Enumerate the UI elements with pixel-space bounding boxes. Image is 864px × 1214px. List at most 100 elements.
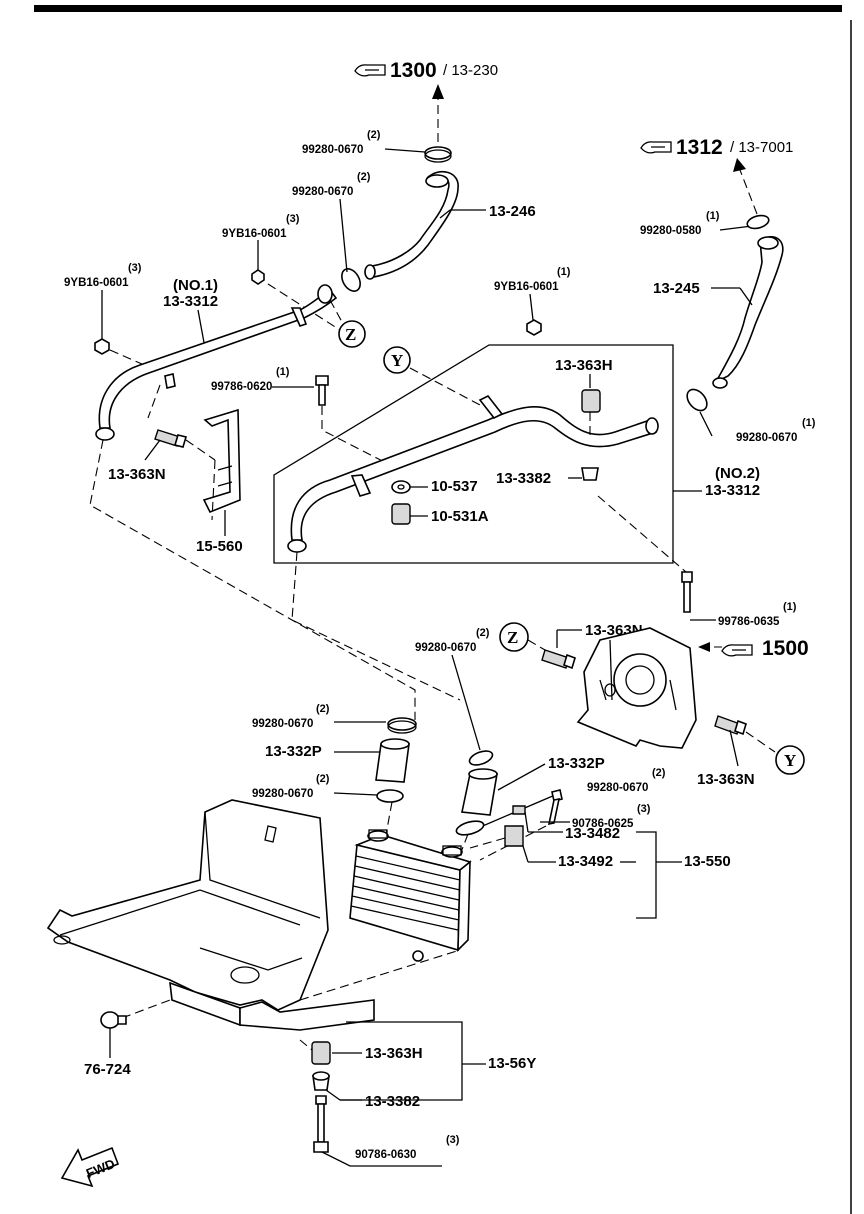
bolt-icon bbox=[313, 1095, 329, 1153]
label-13-245: 13-245 bbox=[653, 280, 700, 297]
hose-13-246 bbox=[364, 170, 459, 280]
label-c7: 99280-0670 bbox=[252, 788, 313, 800]
nipple-13-363N-right bbox=[714, 715, 747, 736]
svg-text:Y: Y bbox=[784, 751, 796, 770]
collar-13-3382-top bbox=[581, 467, 599, 481]
fwd-arrow-icon: FWD bbox=[60, 1146, 120, 1188]
label-bolt4: 90786-0630 bbox=[355, 1149, 416, 1161]
bolt-icon bbox=[547, 789, 563, 826]
hand-pointer-icon bbox=[640, 141, 672, 154]
qty-c5: (2) bbox=[476, 627, 490, 639]
label-c5: 99280-0670 bbox=[415, 642, 476, 654]
arrowhead-1300 bbox=[432, 84, 444, 99]
qty-c7: (2) bbox=[316, 773, 330, 785]
label-13-363H-bottom: 13-363H bbox=[365, 1045, 423, 1062]
label-13-363H-top: 13-363H bbox=[555, 357, 613, 374]
grommet-10-531A bbox=[391, 503, 411, 525]
label-13-246: 13-246 bbox=[489, 203, 536, 220]
hose-13-332P-right bbox=[461, 768, 498, 816]
collar-13-3382-bottom bbox=[312, 1071, 330, 1091]
oil-cooler-13-550 bbox=[349, 829, 472, 962]
svg-text:Z: Z bbox=[345, 325, 356, 344]
callout-z-1: Z bbox=[338, 320, 366, 348]
ref-1500-main: 1500 bbox=[762, 637, 809, 660]
hose-13-245 bbox=[712, 236, 784, 389]
qty-bolt2: (1) bbox=[783, 601, 797, 613]
label-c6: 99280-0670 bbox=[252, 718, 313, 730]
qty-bolt4: (3) bbox=[446, 1134, 460, 1146]
nut-icon bbox=[526, 319, 542, 336]
clamp-99280-0670-mid bbox=[341, 268, 361, 292]
label-13-3382-bottom: 13-3382 bbox=[365, 1093, 420, 1110]
arrow-up-1312 bbox=[739, 169, 758, 215]
qty-c1: (2) bbox=[367, 129, 381, 141]
under-cover-13-56Y bbox=[46, 799, 375, 1031]
ref-1300-sub: / 13-230 bbox=[443, 62, 498, 79]
callout-y-1: Y bbox=[383, 346, 411, 374]
qty-c4: (1) bbox=[802, 417, 816, 429]
label-10-537: 10-537 bbox=[431, 478, 478, 495]
label-13-3382-top: 13-3382 bbox=[496, 470, 551, 487]
qty-nut1: (3) bbox=[286, 213, 300, 225]
svg-text:Z: Z bbox=[507, 628, 518, 647]
label-15-560: 15-560 bbox=[196, 538, 243, 555]
nut-icon bbox=[251, 269, 265, 285]
ref-1312-main: 1312 bbox=[676, 136, 723, 159]
label-76-724: 76-724 bbox=[84, 1061, 131, 1078]
washer-10-537 bbox=[391, 480, 411, 494]
clamp-99280-0670-top bbox=[424, 146, 452, 163]
clamp-99280-0670-low-right-top bbox=[468, 750, 494, 766]
label-13-3482: 13-3482 bbox=[565, 825, 620, 842]
nipple-13-363N-z bbox=[541, 649, 576, 670]
label-13-332P-left: 13-332P bbox=[265, 743, 322, 760]
label-bolt1: 99786-0620 bbox=[211, 381, 272, 393]
label-13-332P-right: 13-332P bbox=[548, 755, 605, 772]
turbo-housing bbox=[576, 627, 697, 749]
ref-1300: 1300 / 13-230 bbox=[354, 59, 498, 82]
qty-c3: (1) bbox=[706, 210, 720, 222]
label-pipe2: 13-3312 bbox=[705, 482, 760, 499]
hand-pointer-icon bbox=[354, 64, 386, 77]
bracket-15-560 bbox=[202, 408, 241, 514]
nut-icon bbox=[94, 338, 110, 355]
clamp-99280-0670-right bbox=[686, 388, 708, 412]
label-13-363N-left: 13-363N bbox=[108, 466, 166, 483]
ref-1312: 1312 / 13-7001 bbox=[640, 136, 793, 159]
ref-1500: 1500 bbox=[721, 637, 809, 660]
label-13-56Y: 13-56Y bbox=[488, 1055, 536, 1072]
qty-bolt3: (3) bbox=[637, 803, 651, 815]
clamp-99280-0670-low-left-top bbox=[387, 717, 417, 734]
bracket-13-550 bbox=[636, 831, 682, 919]
clamp-99280-0580 bbox=[746, 214, 770, 230]
svg-text:Y: Y bbox=[391, 351, 403, 370]
label-bolt2: 99786-0635 bbox=[718, 616, 780, 628]
label-c1: 99280-0670 bbox=[302, 144, 363, 156]
qty-c6: (2) bbox=[316, 703, 330, 715]
qty-nut2: (3) bbox=[128, 262, 142, 274]
pipe-no1-13-3312 bbox=[95, 284, 338, 441]
qty-c8: (2) bbox=[652, 767, 666, 779]
label-13-363N-right: 13-363N bbox=[697, 771, 755, 788]
hose-13-332P-left bbox=[375, 738, 410, 783]
label-pipe1: 13-3312 bbox=[163, 293, 218, 310]
label-no1: (NO.1) bbox=[173, 277, 218, 294]
label-bolt3: 90786-0625 bbox=[572, 818, 634, 830]
clamp-99280-0670-low-left-bot bbox=[376, 789, 404, 803]
label-13-550: 13-550 bbox=[684, 853, 731, 870]
ref-1312-sub: / 13-7001 bbox=[730, 139, 793, 156]
page-top-border bbox=[34, 5, 842, 12]
label-c4: 99280-0670 bbox=[736, 432, 797, 444]
label-10-531A: 10-531A bbox=[431, 508, 489, 525]
nipple-13-363N-left bbox=[154, 429, 188, 448]
label-nut1: 9YB16-0601 bbox=[222, 228, 287, 240]
callout-z-2: Z bbox=[499, 622, 529, 652]
grommet-13-363H-bottom bbox=[311, 1041, 331, 1065]
arrowhead-1312 bbox=[733, 158, 746, 172]
label-no2: (NO.2) bbox=[715, 465, 760, 482]
qty-bolt1: (1) bbox=[276, 366, 290, 378]
label-c2: 99280-0670 bbox=[292, 186, 353, 198]
qty-c2: (2) bbox=[357, 171, 371, 183]
label-c8: 99280-0670 bbox=[587, 782, 648, 794]
clip-76-724 bbox=[100, 1011, 127, 1029]
hand-pointer-icon bbox=[721, 644, 753, 657]
